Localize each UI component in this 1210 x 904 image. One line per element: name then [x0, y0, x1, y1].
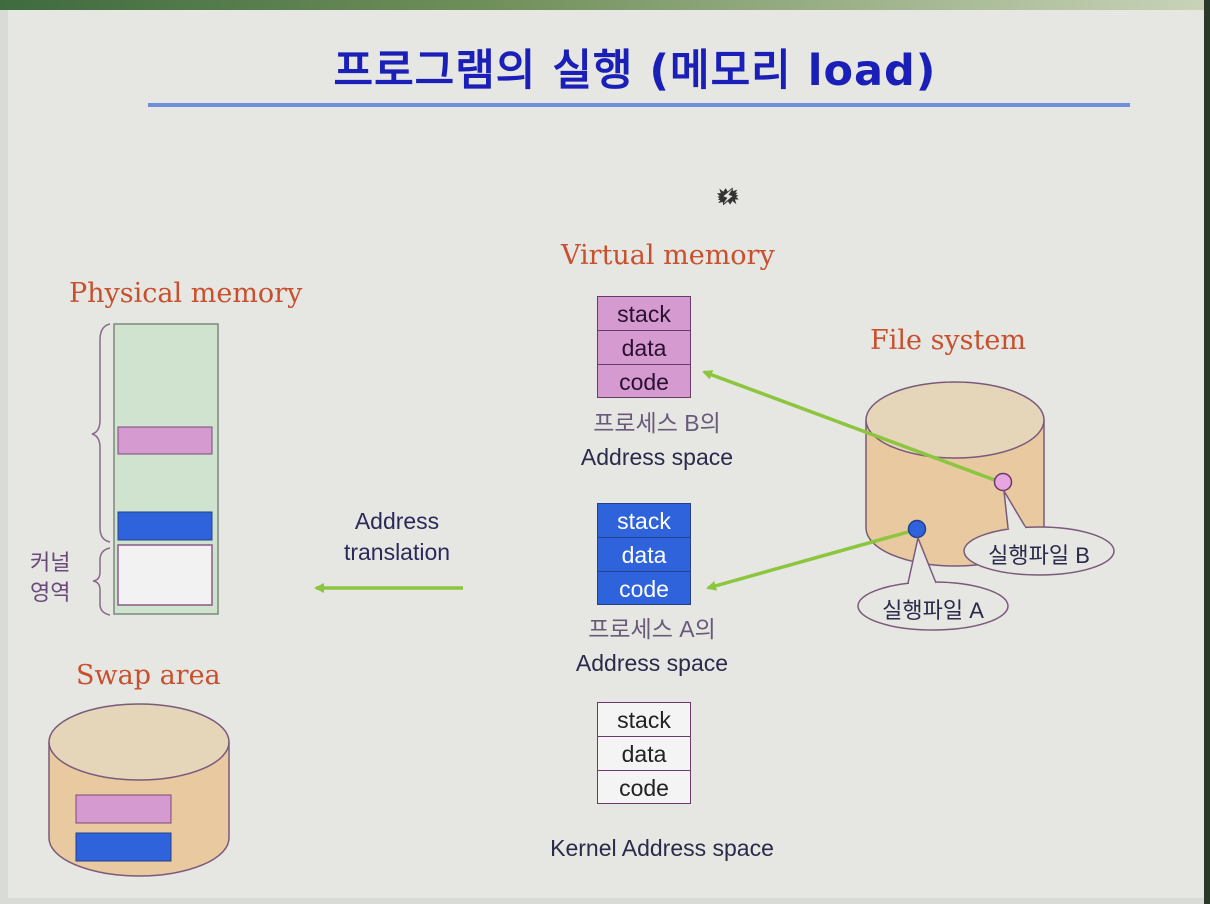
process-a-data-segment: data — [597, 537, 691, 571]
process-a-stack-segment: stack — [597, 503, 691, 537]
virtual-memory-label: Virtual memory — [561, 240, 775, 271]
kernel-region-label: 커널 영역 — [30, 548, 70, 608]
kernel-code-segment: code — [597, 770, 691, 804]
kernel-region-label-line2: 영역 — [30, 580, 71, 605]
title-underline — [148, 103, 1130, 107]
kernel-region-brace — [92, 547, 111, 616]
physical-memory-kernel-region — [117, 544, 213, 606]
process-b-caption-line2: Address space — [580, 444, 734, 470]
callout-b-bubble — [963, 526, 1115, 576]
physical-memory-pink-segment — [117, 426, 213, 455]
swap-area-label: Swap area — [76, 660, 221, 691]
address-translation-line2: translation — [343, 539, 451, 565]
swap-area-pink-segment — [75, 794, 172, 824]
physical-memory-label: Physical memory — [69, 278, 303, 309]
exec-file-b-label: 실행파일 B — [988, 543, 1090, 568]
address-translation-line1: Address — [354, 508, 440, 534]
kernel-stack-segment: stack — [597, 702, 691, 736]
process-a-caption-line1: 프로세스 A의 — [588, 616, 716, 642]
exec-file-b-dot — [993, 472, 1013, 492]
process-b-caption: 프로세스 B의 Address space — [557, 406, 757, 474]
callout-a-tail — [907, 537, 937, 584]
exec-file-a-dot — [907, 519, 927, 539]
physical-memory-blue-segment — [117, 511, 213, 541]
process-b-address-space: stack data code — [597, 296, 691, 398]
address-translation-label: Address translation — [322, 506, 472, 568]
load-arrow-b — [702, 370, 1001, 484]
kernel-data-segment: data — [597, 736, 691, 770]
process-a-address-space: stack data code — [597, 503, 691, 605]
swap-area-blue-segment — [75, 832, 172, 862]
process-a-caption-line2: Address space — [575, 650, 729, 676]
file-system-label: File system — [870, 325, 1026, 356]
load-arrow-a — [706, 528, 916, 591]
window-edge — [1204, 0, 1210, 904]
callout-b-tail — [1003, 490, 1027, 529]
process-b-stack-segment: stack — [597, 296, 691, 330]
file-system-cylinder-top — [865, 381, 1045, 459]
user-region-brace — [91, 323, 111, 543]
process-b-caption-line1: 프로세스 B의 — [593, 410, 721, 436]
kernel-address-space: stack data code — [597, 702, 691, 804]
kernel-region-label-line1: 커널 — [30, 550, 71, 575]
swap-area-cylinder-top — [48, 703, 230, 781]
process-b-data-segment: data — [597, 330, 691, 364]
process-a-code-segment: code — [597, 571, 691, 605]
process-b-code-segment: code — [597, 364, 691, 398]
window-top-bar — [0, 0, 1210, 10]
slide-title: 프로그램의 실행 (메모리 load) — [333, 46, 937, 96]
mouse-pointer-icon: 🗱 — [716, 184, 740, 208]
exec-file-a-label: 실행파일 A — [882, 598, 984, 623]
process-a-caption: 프로세스 A의 Address space — [552, 612, 752, 680]
kernel-address-space-caption: Kernel Address space — [550, 835, 774, 861]
